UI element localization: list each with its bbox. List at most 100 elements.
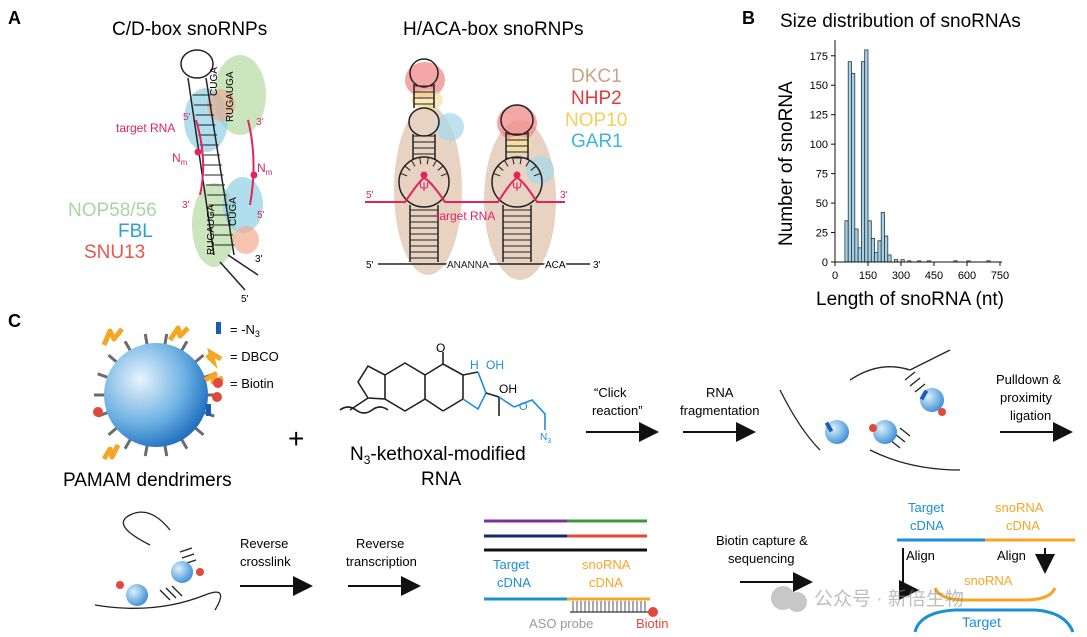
haca-protein-1: NHP2 — [571, 88, 622, 109]
cd-box-snornp-diagram — [180, 49, 266, 291]
dbco-legend-icon — [205, 347, 223, 370]
aca-label: ACA — [545, 260, 566, 271]
biotin-dot-2 — [869, 424, 877, 432]
step-pulldown-line1: Pulldown & — [996, 372, 1061, 387]
x-tick-label: 0 — [832, 270, 838, 282]
haca-5prime-target: 5' — [366, 190, 374, 201]
y-tick-label: 75 — [816, 169, 828, 181]
y-tick-label: 50 — [816, 198, 828, 210]
cd-box-title: C/D-box snoRNPs — [112, 19, 267, 40]
haca-box-snornp-diagram — [365, 58, 590, 280]
cd-protein-0: NOP58/56 — [68, 200, 157, 221]
cd-3prime-end: 3' — [255, 254, 263, 265]
x-tick-label: 300 — [892, 270, 910, 282]
step-frag-line2: fragmentation — [680, 403, 760, 418]
haca-protein-0: DKC1 — [571, 66, 622, 87]
cd-3prime-top: 3' — [256, 117, 264, 128]
y-tick-label: 25 — [816, 228, 828, 240]
step-reverse-crosslink-line1: Reverse — [240, 536, 288, 551]
legend-dbco: = DBCO — [230, 349, 279, 364]
step-reverse-crosslink-line2: crosslink — [240, 554, 291, 569]
cd-protein-legend: NOP58/56 FBL SNU13 — [68, 200, 157, 263]
nm-label-left: Nm — [172, 151, 188, 167]
azide-legend-icon — [216, 322, 221, 334]
snorna-cdna-line2: cDNA — [589, 575, 623, 590]
biotin-legend-icon — [213, 378, 223, 388]
final-target-label: Target — [962, 614, 1001, 630]
haca-protein-3: GAR1 — [571, 131, 623, 152]
final-target-cdna-line1: Target — [908, 500, 945, 515]
align-arrow-1 — [899, 548, 919, 600]
biotin-probe-label: Biotin — [636, 616, 669, 631]
azide-mark-2 — [919, 389, 929, 401]
azide-mark-1 — [824, 421, 834, 433]
rna-label-line1: N3-kethoxal-modified — [350, 444, 526, 467]
biotin-probe-dot — [648, 607, 658, 617]
aso-probe-label: ASO probe — [529, 616, 593, 631]
final-target-curve — [913, 608, 1075, 633]
chart-y-label: Number of snoRNA — [776, 81, 797, 246]
dendrimer-label: PAMAM dendrimers — [63, 470, 232, 491]
cd-target-rna-label: target RNA — [116, 121, 175, 135]
step-pulldown-line3: ligation — [1010, 408, 1051, 423]
y-tick-label: 0 — [822, 257, 828, 269]
cdna-products — [484, 519, 650, 601]
cuga-label-top: CUGA — [209, 67, 220, 96]
panel-c-letter: C — [8, 311, 21, 331]
step-click-line2: reaction” — [592, 403, 643, 418]
step-capture-line1: Biotin capture & — [716, 533, 808, 548]
nm-label-right: Nm — [257, 161, 273, 177]
final-snorna-cdna-line1: snoRNA — [995, 500, 1044, 515]
n3-atom: N3 — [540, 432, 551, 445]
step-pulldown-line2: proximity — [1000, 390, 1053, 405]
step-capture-line2: sequencing — [728, 551, 795, 566]
rna-label-line2: RNA — [421, 469, 461, 490]
cd-3prime-bottom: 3' — [182, 200, 190, 211]
watermark-text: 公众号 · 新倍生物 — [814, 588, 964, 610]
watermark: 公众号 · 新倍生物 — [771, 586, 964, 612]
y-tick-label: 125 — [810, 110, 828, 122]
histogram-bar — [877, 240, 882, 263]
snorna-cdna-line1: snoRNA — [582, 557, 631, 572]
cd-protein-2: SNU13 — [84, 242, 145, 263]
align-label-1: Align — [906, 548, 935, 563]
histogram-bar — [880, 212, 885, 263]
haca-target-rna-label: target RNA — [436, 209, 495, 223]
sphere-4 — [171, 561, 193, 583]
oh-atom-2: OH — [499, 382, 517, 396]
histogram-bar — [870, 238, 875, 263]
haca-protein-2: NOP10 — [565, 110, 627, 131]
y-tick-label: 100 — [810, 139, 828, 151]
histogram-bar — [847, 61, 852, 263]
hinge-label: ANANNA — [447, 260, 489, 271]
final-snorna-label: snoRNA — [964, 573, 1013, 588]
x-tick-label: 750 — [991, 270, 1009, 282]
o-atom-top: O — [436, 341, 445, 355]
reagent-legend: = -N3 = DBCO = Biotin — [205, 322, 279, 391]
oh-atom-1: OH — [486, 358, 504, 372]
ligated-complex-icon — [94, 511, 222, 611]
x-tick-label: 600 — [958, 270, 976, 282]
o-atom-ether: O — [519, 401, 528, 413]
haca-5prime-end: 5' — [366, 260, 374, 271]
cd-protein-1: FBL — [118, 221, 153, 242]
step-rt-line2: transcription — [346, 554, 417, 569]
sphere-5 — [126, 584, 148, 606]
histogram-bar — [887, 254, 892, 263]
histogram-bar — [874, 252, 879, 263]
target-cdna-line2: cDNA — [497, 575, 531, 590]
sphere-3 — [873, 420, 897, 444]
step-click-line1: “Click — [594, 385, 627, 400]
histogram-bar — [884, 235, 889, 263]
align-label-2: Align — [997, 548, 1026, 563]
x-tick-label: 450 — [925, 270, 943, 282]
psi-symbol-left: Ψ — [419, 180, 429, 194]
chart-title: Size distribution of snoRNAs — [780, 11, 1021, 32]
chart-x-label: Length of snoRNA (nt) — [816, 289, 1004, 310]
plus-sign: + — [288, 423, 304, 454]
y-tick-label: 150 — [810, 80, 828, 92]
fragmented-complex-icon — [779, 349, 961, 471]
final-snorna-curve — [933, 587, 1057, 602]
